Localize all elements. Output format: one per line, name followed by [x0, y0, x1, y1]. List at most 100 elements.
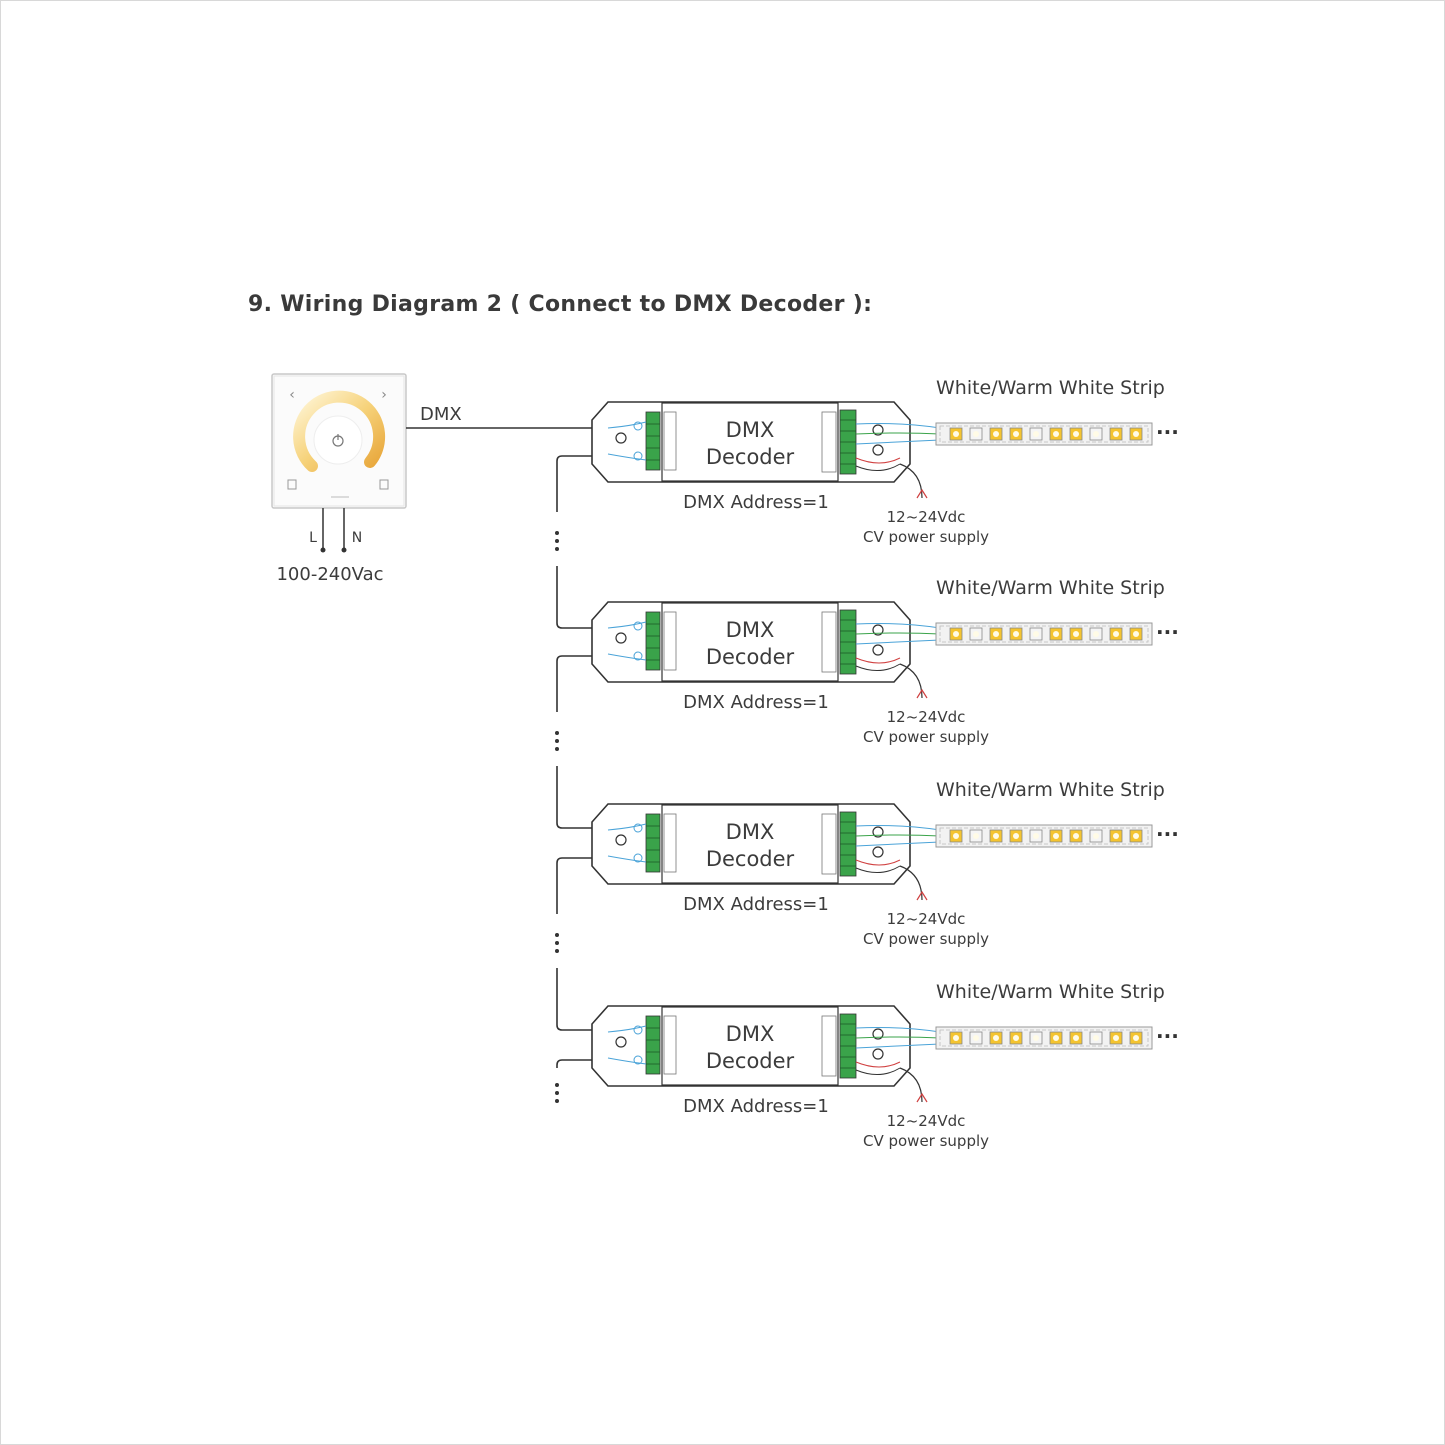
strip-wire	[855, 1043, 941, 1049]
strip-label: White/Warm White Strip	[936, 779, 1165, 801]
power-lead	[899, 463, 923, 499]
power-port	[872, 644, 884, 656]
decoder-label-dmx: DMX	[726, 618, 775, 642]
strip-wire	[855, 834, 941, 837]
decoder-label-dmx: DMX	[726, 418, 775, 442]
output-port	[872, 624, 884, 636]
mains-voltage-label: 100-240Vac	[276, 564, 383, 585]
output-connector	[821, 411, 837, 473]
power-wire	[855, 1061, 901, 1068]
neutral-label: N	[352, 530, 362, 546]
live-label: L	[309, 530, 317, 546]
output-port	[872, 826, 884, 838]
strip-continuation: ···	[1156, 1024, 1179, 1048]
input-connector	[663, 611, 677, 671]
power-wire	[855, 865, 901, 873]
strip-label: White/Warm White Strip	[936, 577, 1165, 599]
input-terminal-block	[645, 611, 661, 671]
dmx-address-label: DMX Address=1	[683, 894, 829, 915]
decoder-label-decoder: Decoder	[706, 1049, 795, 1073]
power-lead-end	[916, 1092, 928, 1103]
home-icon	[287, 479, 297, 490]
decoder-label-dmx: DMX	[726, 1022, 775, 1046]
power-lead-end	[916, 688, 928, 699]
power-port	[872, 846, 884, 858]
power-lead	[899, 1067, 923, 1103]
power-lead-end	[916, 488, 928, 499]
power-lead-end	[916, 890, 928, 901]
power-port	[872, 1048, 884, 1060]
input-wire	[607, 1025, 647, 1033]
input-terminal-block	[645, 1015, 661, 1075]
input-connector	[663, 411, 677, 471]
diagram-title: 9. Wiring Diagram 2 ( Connect to DMX Dec…	[248, 292, 873, 317]
input-terminal-block	[645, 411, 661, 471]
power-wire	[855, 457, 901, 464]
input-wire	[607, 621, 647, 629]
supply-type-label: CV power supply	[863, 728, 989, 746]
strip-wire	[855, 632, 941, 635]
daisy-chain-wiring	[555, 455, 608, 1103]
dmx-label: DMX	[420, 404, 462, 425]
strip-wire	[855, 423, 941, 429]
chevron-right-icon: ›	[381, 387, 387, 403]
input-port	[615, 834, 627, 846]
strip-label: White/Warm White Strip	[936, 981, 1165, 1003]
input-port	[615, 1036, 627, 1048]
input-connector	[663, 1015, 677, 1075]
output-port	[872, 1028, 884, 1040]
lock-icon	[379, 479, 389, 490]
power-wire	[855, 859, 901, 866]
supply-voltage-label: 12~24Vdc	[887, 1112, 966, 1130]
power-wire	[855, 1067, 901, 1075]
supply-type-label: CV power supply	[863, 930, 989, 948]
power-wire	[855, 463, 901, 471]
input-wire	[607, 453, 647, 461]
output-connector	[821, 1015, 837, 1077]
decoder-label-decoder: Decoder	[706, 445, 795, 469]
decoder-body	[661, 402, 839, 482]
decoder-body	[661, 1006, 839, 1086]
decoder-label-decoder: Decoder	[706, 847, 795, 871]
strip-wire	[855, 825, 941, 831]
supply-voltage-label: 12~24Vdc	[887, 910, 966, 928]
supply-type-label: CV power supply	[863, 528, 989, 546]
strip-wire	[855, 639, 941, 645]
input-connector	[663, 813, 677, 873]
decoder-label-decoder: Decoder	[706, 645, 795, 669]
strip-wire	[855, 439, 941, 445]
strip-continuation: ···	[1156, 822, 1179, 846]
dmx-address-label: DMX Address=1	[683, 1096, 829, 1117]
output-connector	[821, 611, 837, 673]
supply-type-label: CV power supply	[863, 1132, 989, 1150]
strip-wire	[855, 623, 941, 629]
input-wire	[607, 855, 647, 863]
strip-continuation: ···	[1156, 420, 1179, 444]
color-temperature-ring	[293, 390, 386, 472]
power-lead	[899, 865, 923, 901]
wall-panel-controller: ‹ ›	[271, 373, 407, 509]
output-connector	[821, 813, 837, 875]
power-port	[872, 444, 884, 456]
input-port	[615, 632, 627, 644]
decoder-body	[661, 602, 839, 682]
input-port	[615, 432, 627, 444]
input-wire	[607, 653, 647, 661]
power-wire	[855, 657, 901, 664]
power-lead	[899, 663, 923, 699]
supply-voltage-label: 12~24Vdc	[887, 708, 966, 726]
strip-wire	[855, 1036, 941, 1039]
input-wire	[607, 1057, 647, 1065]
power-wire	[855, 663, 901, 671]
supply-voltage-label: 12~24Vdc	[887, 508, 966, 526]
strip-continuation: ···	[1156, 620, 1179, 644]
output-port	[872, 424, 884, 436]
strip-wire	[855, 841, 941, 847]
dmx-address-label: DMX Address=1	[683, 492, 829, 513]
input-terminal-block	[645, 813, 661, 873]
